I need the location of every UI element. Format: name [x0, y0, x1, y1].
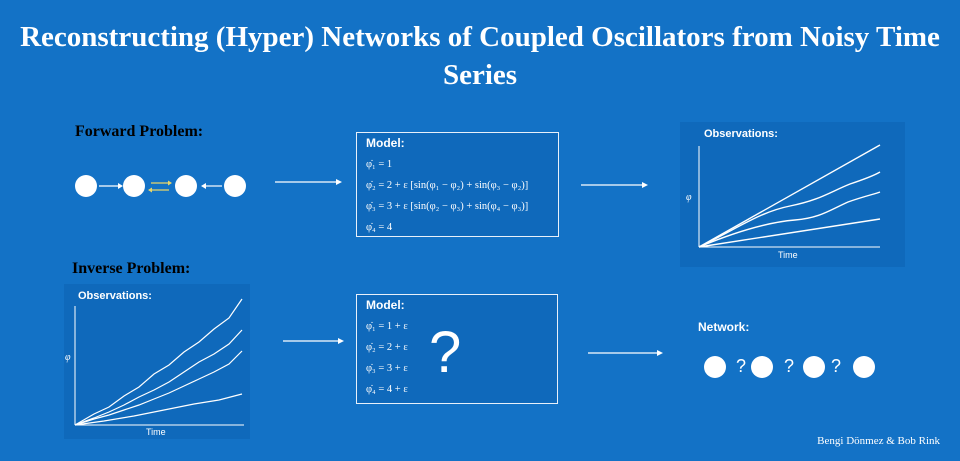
unknown-edge-3: ? [831, 356, 842, 376]
page-title: Reconstructing (Hyper) Networks of Coupl… [20, 21, 940, 91]
forward-heading: Forward Problem: [75, 123, 204, 140]
inverse-network-diagram [704, 356, 875, 378]
forward-network-diagram [75, 175, 246, 197]
equation-1: φ̇₁ = 1 [366, 159, 393, 170]
network-node-4 [224, 175, 246, 197]
observations-label: Observations: [704, 128, 778, 140]
model-label: Model: [366, 298, 405, 312]
x-axis-label: Time [778, 250, 798, 260]
equation-4: φ̇₄ = 4 [366, 222, 393, 233]
model-label: Model: [366, 136, 405, 150]
x-axis-label: Time [146, 427, 166, 437]
arrow-right-icon [275, 179, 342, 185]
y-axis-label: φ [686, 192, 692, 203]
equation-2: φ̇₂ = 2 + ε [366, 342, 408, 353]
y-axis-label: φ [65, 352, 71, 363]
unknown-question-mark: ? [429, 320, 462, 385]
network-node-3 [175, 175, 197, 197]
arrow-right-icon [588, 350, 663, 356]
inverse-observations-plot: Observations: φ Time [64, 284, 250, 439]
series-line-3 [74, 329, 243, 426]
network-node-2 [751, 356, 773, 378]
series-line-3 [698, 171, 881, 248]
equation-2: φ̇₂ = 2 + ε [sin(φ₁ − φ₂) + sin(φ₃ − φ₂)… [366, 180, 529, 191]
unknown-edge-1: ? [736, 356, 747, 376]
author-credit: Bengi Dönmez & Bob Rink [817, 435, 940, 447]
series-line-4 [74, 298, 243, 426]
series-line-4 [698, 144, 881, 248]
series-line-2 [74, 350, 243, 426]
arrow-right-icon [581, 182, 648, 188]
network-node-1 [704, 356, 726, 378]
series-line-1 [698, 218, 881, 248]
network-node-2 [123, 175, 145, 197]
network-node-1 [75, 175, 97, 197]
forward-observations-plot: Observations: φ Time [680, 122, 905, 267]
equation-3: φ̇₃ = 3 + ε [sin(φ₂ − φ₃) + sin(φ₄ − φ₃)… [366, 201, 529, 212]
series-line-2 [698, 191, 881, 248]
observations-label: Observations: [78, 290, 152, 302]
inverse-model-box: Model: φ̇₁ = 1 + ε φ̇₂ = 2 + ε φ̇₃ = 3 +… [356, 294, 558, 404]
unknown-edge-2: ? [784, 356, 795, 376]
equation-3: φ̇₃ = 3 + ε [366, 363, 408, 374]
forward-model-box: Model: φ̇₁ = 1 φ̇₂ = 2 + ε [sin(φ₁ − φ₂)… [356, 132, 559, 237]
network-label: Network: [698, 320, 750, 334]
equation-1: φ̇₁ = 1 + ε [366, 321, 408, 332]
series-line-1 [74, 393, 243, 426]
network-node-4 [853, 356, 875, 378]
equation-4: φ̇₄ = 4 + ε [366, 384, 408, 395]
inverse-heading: Inverse Problem: [72, 260, 191, 277]
network-node-3 [803, 356, 825, 378]
arrow-right-icon [283, 338, 344, 344]
